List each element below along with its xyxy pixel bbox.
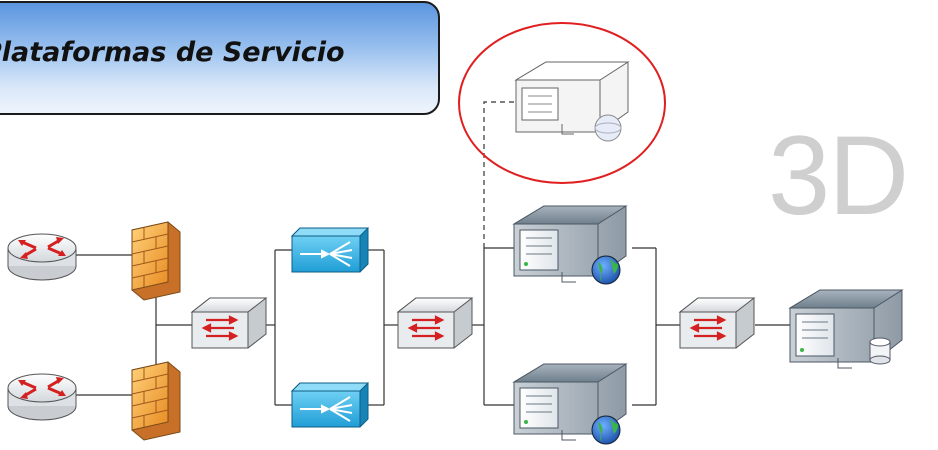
watermark-3d: 3D bbox=[768, 113, 909, 238]
title-banner: Plataformas de Servicio bbox=[0, 1, 440, 115]
database-server bbox=[788, 289, 904, 369]
switch-icon bbox=[678, 297, 756, 349]
switch-center bbox=[396, 297, 474, 349]
switch-right bbox=[678, 297, 756, 349]
web-server-bottom bbox=[512, 363, 628, 445]
switch-icon bbox=[190, 297, 268, 349]
switch-icon bbox=[396, 297, 474, 349]
load-balancer-bottom bbox=[290, 382, 370, 428]
router-bottom bbox=[7, 373, 77, 421]
router-icon bbox=[7, 373, 77, 421]
firewall-bottom bbox=[131, 361, 181, 441]
load-balancer-icon bbox=[290, 382, 370, 428]
link-dashed-new-server bbox=[483, 101, 516, 248]
connection-lines bbox=[75, 101, 790, 406]
load-balancer-top bbox=[290, 227, 370, 273]
firewall-top bbox=[131, 221, 181, 301]
database-icon bbox=[869, 337, 891, 365]
router-icon bbox=[7, 233, 77, 281]
web-server-icon bbox=[514, 61, 630, 142]
diagram-title: Plataformas de Servicio bbox=[0, 37, 345, 68]
switch-left bbox=[190, 297, 268, 349]
router-top bbox=[7, 233, 77, 281]
highlight-circle bbox=[458, 22, 666, 184]
web-server-top bbox=[512, 205, 628, 285]
web-server-icon bbox=[512, 205, 628, 285]
web-server-new bbox=[514, 61, 630, 142]
firewall-icon bbox=[131, 361, 181, 441]
database-server-icon bbox=[788, 289, 904, 369]
web-server-icon bbox=[512, 363, 628, 445]
firewall-icon bbox=[131, 221, 181, 301]
load-balancer-icon bbox=[290, 227, 370, 273]
